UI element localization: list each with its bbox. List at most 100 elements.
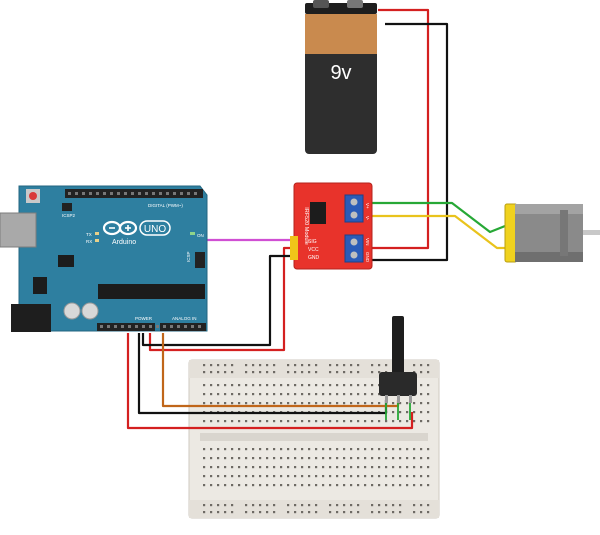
breadboard-hole [329, 420, 332, 423]
breadboard-hole [301, 371, 304, 374]
breadboard-hole [343, 457, 346, 460]
breadboard-hole [224, 364, 227, 367]
breadboard-hole [259, 393, 262, 396]
breadboard-hole [203, 393, 206, 396]
breadboard-hole [238, 475, 241, 478]
breadboard-hole [371, 393, 374, 396]
breadboard-hole [231, 511, 234, 514]
header-pin [103, 192, 106, 195]
breadboard-hole [259, 475, 262, 478]
pin-label-sig: SIG [308, 239, 317, 245]
breadboard-hole [399, 504, 402, 507]
header-pin [96, 192, 99, 195]
breadboard-hole [378, 393, 381, 396]
breadboard-hole [224, 420, 227, 423]
pin-label-gnd: GND [308, 255, 320, 261]
breadboard-hole [210, 466, 213, 469]
icsp2-header [62, 203, 72, 211]
battery-9v: 9v [305, 0, 377, 154]
breadboard-hole [385, 504, 388, 507]
breadboard-hole [224, 371, 227, 374]
breadboard-hole [336, 475, 339, 478]
breadboard-hole [343, 402, 346, 405]
breadboard-hole [364, 393, 367, 396]
motor-shaft [583, 230, 600, 235]
breadboard-hole [231, 466, 234, 469]
breadboard-hole [301, 466, 304, 469]
breadboard-hole [252, 457, 255, 460]
breadboard-hole [238, 466, 241, 469]
header-pin [166, 192, 169, 195]
breadboard-hole [252, 475, 255, 478]
header-pin [89, 192, 92, 195]
breadboard-hole [420, 504, 423, 507]
breadboard-hole [308, 384, 311, 387]
breadboard-hole [343, 475, 346, 478]
breadboard-hole [287, 457, 290, 460]
breadboard-hole [203, 475, 206, 478]
breadboard-hole [273, 420, 276, 423]
breadboard-hole [385, 364, 388, 367]
breadboard-hole [420, 457, 423, 460]
icsp2-label: ICSP2 [62, 213, 76, 218]
breadboard-hole [273, 364, 276, 367]
breadboard-hole [238, 384, 241, 387]
battery-terminal-negative [313, 0, 329, 8]
breadboard-hole [210, 457, 213, 460]
battery-terminal-positive [347, 0, 363, 8]
breadboard-hole [329, 393, 332, 396]
breadboard-hole [322, 448, 325, 451]
breadboard-hole [217, 420, 220, 423]
capacitor-1 [63, 302, 81, 320]
breadboard-hole [308, 457, 311, 460]
breadboard-hole [294, 457, 297, 460]
breadboard-hole [294, 484, 297, 487]
breadboard-hole [322, 402, 325, 405]
breadboard-hole [301, 504, 304, 507]
breadboard-hole [245, 402, 248, 405]
breadboard-hole [203, 371, 206, 374]
breadboard-hole [308, 364, 311, 367]
breadboard-hole [273, 448, 276, 451]
breadboard-hole [322, 475, 325, 478]
header-pin [194, 192, 197, 195]
breadboard-hole [245, 466, 248, 469]
breadboard-hole [273, 511, 276, 514]
breadboard-hole [203, 466, 206, 469]
breadboard-hole [378, 475, 381, 478]
header-pin [124, 192, 127, 195]
breadboard-hole [343, 393, 346, 396]
breadboard-hole [238, 457, 241, 460]
breadboard-hole [252, 466, 255, 469]
breadboard-hole [273, 457, 276, 460]
breadboard-hole [420, 420, 423, 423]
breadboard-hole [392, 402, 395, 405]
breadboard-hole [266, 504, 269, 507]
breadboard-hole [350, 420, 353, 423]
breadboard-hole [266, 402, 269, 405]
breadboard-hole [224, 466, 227, 469]
breadboard-hole [357, 466, 360, 469]
breadboard-hole [413, 475, 416, 478]
breadboard-hole [203, 504, 206, 507]
breadboard-hole [343, 484, 346, 487]
breadboard-hole [231, 457, 234, 460]
breadboard-hole [231, 393, 234, 396]
breadboard-hole [427, 511, 430, 514]
breadboard-hole [224, 393, 227, 396]
breadboard-hole [217, 504, 220, 507]
breadboard-hole [343, 511, 346, 514]
digital-header-pins [68, 192, 197, 195]
breadboard-hole [315, 504, 318, 507]
breadboard-hole [322, 466, 325, 469]
breadboard-hole [280, 420, 283, 423]
breadboard-hole [371, 466, 374, 469]
breadboard-hole [420, 371, 423, 374]
arduino-board: DIGITAL (PWM~) ICSP2 ICSP UNO Arduino TX… [0, 185, 208, 332]
breadboard-hole [259, 511, 262, 514]
header-pin [131, 192, 134, 195]
breadboard-hole [245, 371, 248, 374]
breadboard-hole [231, 364, 234, 367]
breadboard-hole [371, 457, 374, 460]
